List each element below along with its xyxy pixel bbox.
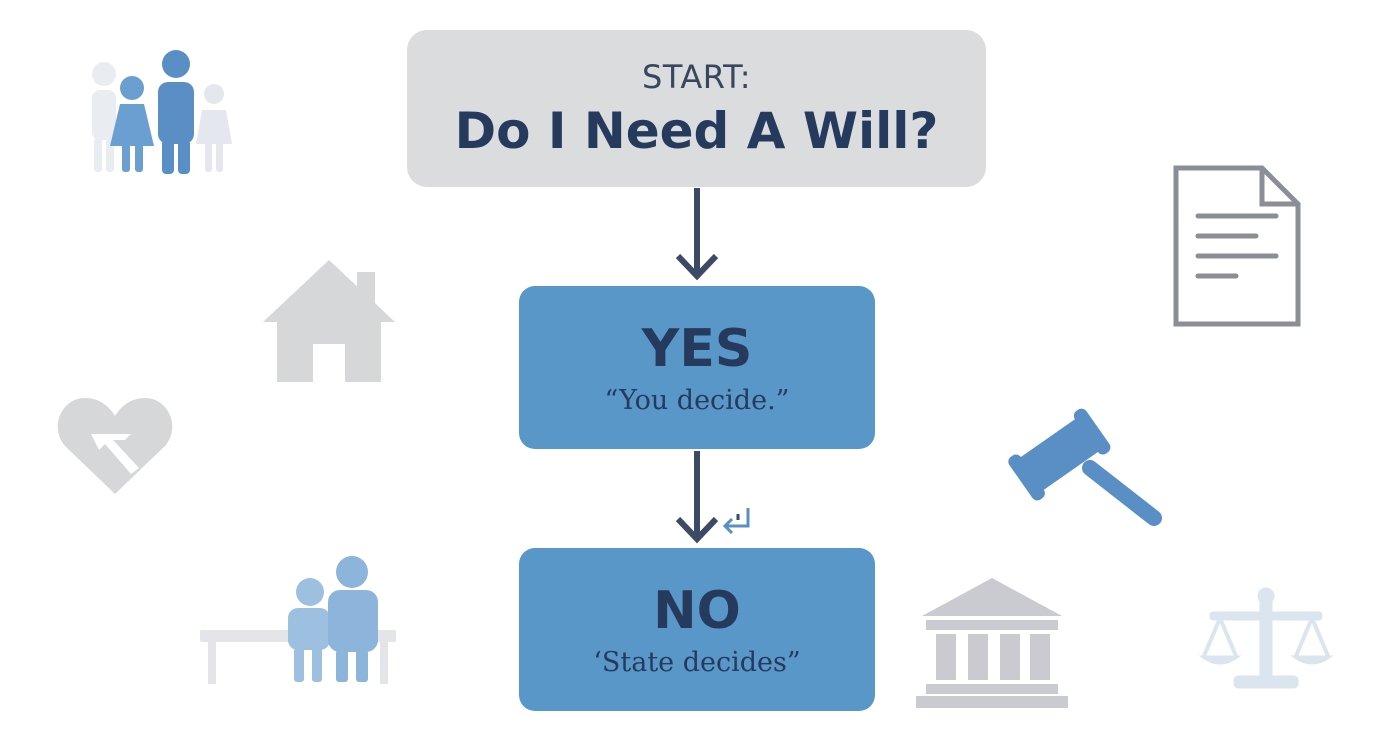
- house-icon: [263, 260, 395, 382]
- arrow-down-icon: [675, 188, 719, 281]
- yes-node: YES “You decide.”: [519, 286, 875, 449]
- no-title: NO: [653, 581, 741, 641]
- arrow-down-icon: [675, 451, 719, 544]
- family-icon: [92, 50, 232, 174]
- yes-subtitle: “You decide.”: [604, 385, 790, 416]
- yes-title: YES: [641, 319, 753, 379]
- no-node: NO ‘State decides”: [519, 548, 875, 711]
- broken-heart-icon: [57, 398, 173, 494]
- couple-on-bench-icon: [200, 556, 396, 684]
- courthouse-icon: [916, 578, 1068, 708]
- start-label: START:: [642, 57, 751, 96]
- gavel-icon: [1008, 408, 1162, 526]
- no-subtitle: ‘State decides”: [593, 647, 801, 678]
- start-question: Do I Need A Will?: [454, 101, 939, 160]
- return-arrow-icon: [722, 508, 750, 535]
- start-node: START: Do I Need A Will?: [407, 30, 986, 187]
- scales-of-justice-icon: [1198, 587, 1334, 689]
- document-icon: [1173, 165, 1301, 327]
